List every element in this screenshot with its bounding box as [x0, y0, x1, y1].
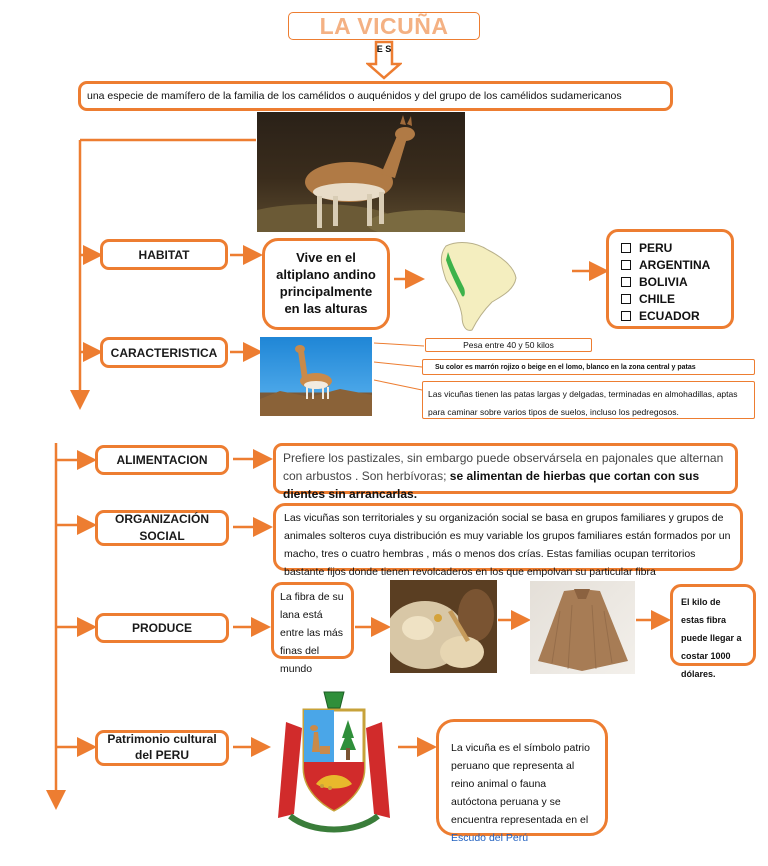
patrimonio-box: La vicuña es el símbolo patrio peruano q… [436, 719, 608, 836]
checkbox-icon [621, 243, 631, 253]
organizacion-text: Las vicuñas son territoriales y su organ… [284, 512, 730, 578]
checkbox-icon [621, 311, 631, 321]
country-item: ECUADOR [621, 307, 731, 324]
escudo-link[interactable]: Escudo del Perú [451, 832, 528, 844]
country-item: PERU [621, 239, 731, 256]
weight-box: Pesa entre 40 y 50 kilos [425, 338, 592, 352]
organizacion-label-box: ORGANIZACIÓN SOCIAL [95, 510, 229, 546]
habitat-description-box: Vive en el altiplano andino principalmen… [262, 238, 390, 330]
habitat-label: HABITAT [139, 248, 190, 262]
title-box: LA VICUÑA [288, 12, 480, 40]
country-item: ARGENTINA [621, 256, 731, 273]
caracteristica-label-box: CARACTERISTICA [100, 337, 228, 368]
vicuna-mountain-photo [260, 337, 372, 416]
country-label: ARGENTINA [639, 258, 710, 272]
color-box: Su color es marrón rojizo o beige en el … [422, 359, 755, 375]
habitat-description: Vive en el altiplano andino principalmen… [275, 250, 377, 318]
legs-box: Las vicuñas tienen las patas largas y de… [422, 381, 755, 419]
country-label: PERU [639, 241, 672, 255]
color-text: Su color es marrón rojizo o beige en el … [435, 364, 696, 371]
patrimonio-text: La vicuña es el símbolo patrio peruano q… [451, 742, 590, 826]
country-item: BOLIVIA [621, 273, 731, 290]
organizacion-label: ORGANIZACIÓN SOCIAL [106, 511, 218, 546]
caracteristica-label: CARACTERISTICA [111, 346, 218, 360]
poncho-photo [530, 581, 635, 674]
checkbox-icon [621, 277, 631, 287]
countries-box: PERU ARGENTINA BOLIVIA CHILE ECUADOR [606, 229, 734, 329]
countries-list: PERU ARGENTINA BOLIVIA CHILE ECUADOR [621, 239, 731, 324]
country-label: ECUADOR [639, 309, 700, 323]
produce-label-box: PRODUCE [95, 613, 229, 643]
organizacion-box: Las vicuñas son territoriales y su organ… [273, 503, 743, 571]
alimentacion-box: Prefiere los pastizales, sin embargo pue… [273, 443, 738, 494]
fiber-box: La fibra de su lana está entre las más f… [271, 582, 354, 659]
peru-coat-of-arms-icon [272, 688, 396, 834]
weight-text: Pesa entre 40 y 50 kilos [463, 340, 554, 350]
legs-text: Las vicuñas tienen las patas largas y de… [428, 389, 738, 417]
patrimonio-label: Patrimonio cultural del PERU [104, 732, 220, 763]
definition-text: una especie de mamífero de la familia de… [87, 90, 622, 102]
shearing-photo [390, 580, 497, 673]
vicuna-photo [257, 112, 465, 232]
south-america-map [426, 238, 522, 334]
country-item: CHILE [621, 290, 731, 307]
checkbox-icon [621, 260, 631, 270]
price-box: El kilo de estas fibra puede llegar a co… [670, 584, 756, 666]
definition-box: una especie de mamífero de la familia de… [78, 81, 673, 111]
patrimonio-label-box: Patrimonio cultural del PERU [95, 730, 229, 766]
checkbox-icon [621, 294, 631, 304]
habitat-label-box: HABITAT [100, 239, 228, 270]
connector-text: E S [376, 44, 392, 54]
country-label: CHILE [639, 292, 675, 306]
alimentacion-label-box: ALIMENTACION [95, 445, 229, 475]
produce-label: PRODUCE [132, 621, 192, 635]
country-label: BOLIVIA [639, 275, 688, 289]
alimentacion-label: ALIMENTACION [116, 453, 207, 467]
page-title: LA VICUÑA [320, 13, 449, 40]
